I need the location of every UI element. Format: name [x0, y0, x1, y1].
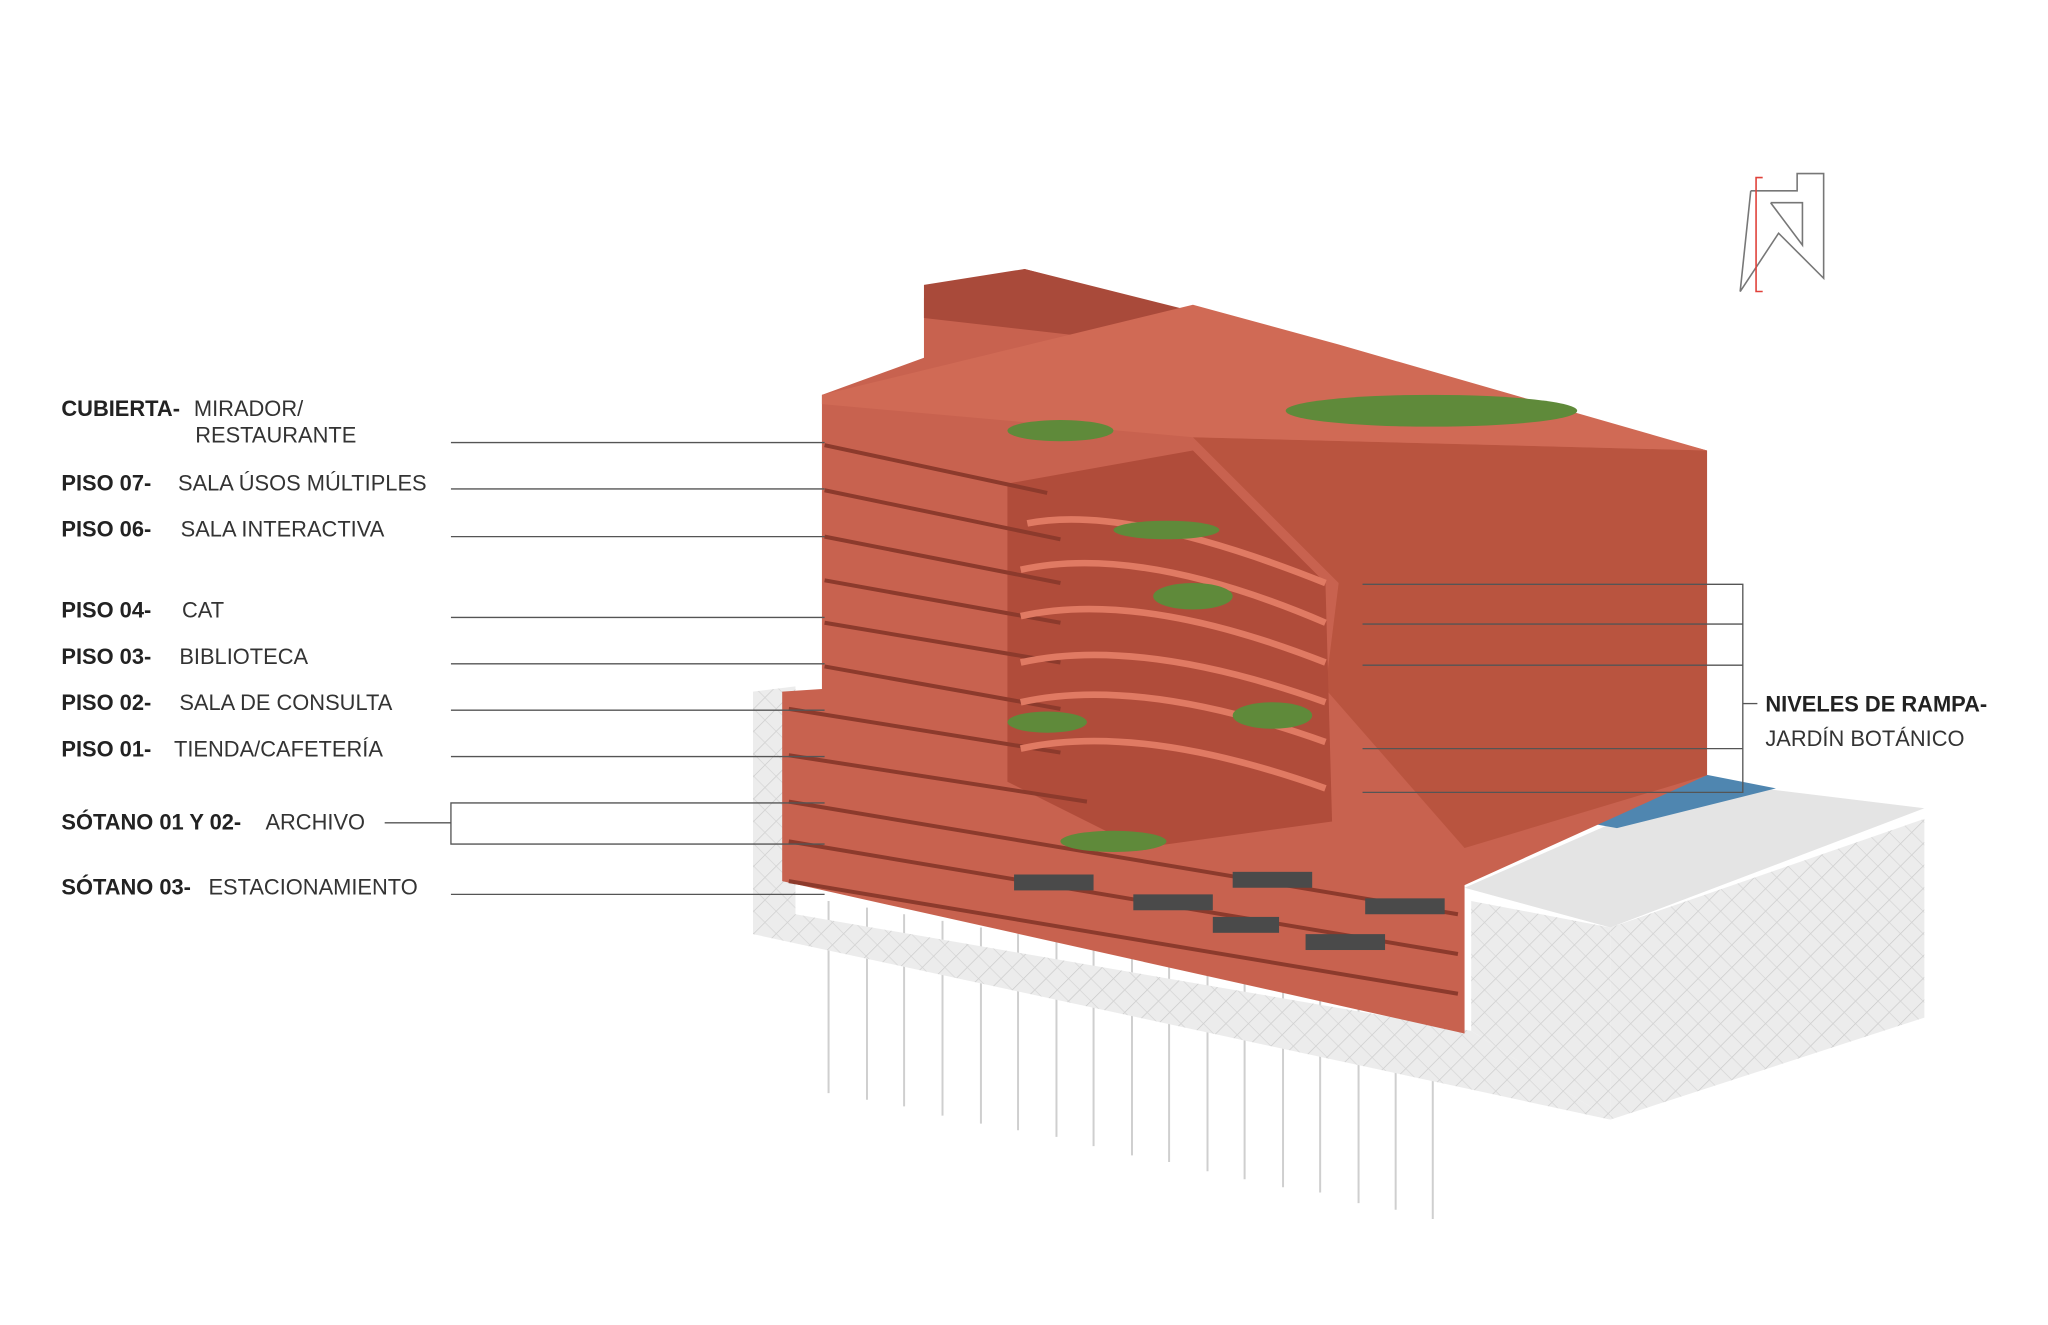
level-name: PISO 04-: [61, 597, 151, 622]
level-use: SALA DE CONSULTA: [179, 690, 392, 715]
leader-bracket: [450, 802, 825, 845]
level-use: TIENDA/CAFETERÍA: [174, 737, 383, 762]
level-use: MIRADOR/: [194, 396, 304, 421]
building: [782, 268, 1708, 1034]
level-name: SÓTANO 01 Y 02-: [61, 809, 241, 834]
label-piso-07: PISO 07- SALA ÚSOS MÚLTIPLES: [61, 470, 825, 495]
level-use: CAT: [182, 597, 224, 622]
level-use: ARCHIVO: [265, 809, 365, 834]
label-piso-03: PISO 03- BIBLIOTECA: [61, 644, 825, 669]
ramp-subtitle: JARDÍN BOTÁNICO: [1765, 726, 1964, 751]
level-name: PISO 02-: [61, 690, 151, 715]
label-piso-04: PISO 04- CAT: [61, 597, 825, 622]
floor-labels: CUBIERTA- MIRADOR/ RESTAURANTE PISO 07- …: [61, 396, 825, 899]
level-name: CUBIERTA-: [61, 396, 180, 421]
level-use: SALA INTERACTIVA: [181, 517, 385, 542]
logo-icon: [1739, 172, 1825, 293]
ramp-title: NIVELES DE RAMPA-: [1765, 692, 1987, 717]
level-name: PISO 01-: [61, 737, 151, 762]
label-sotano-01-02: SÓTANO 01 Y 02- ARCHIVO: [61, 802, 825, 845]
level-use: SALA ÚSOS MÚLTIPLES: [178, 470, 427, 495]
label-piso-01: PISO 01- TIENDA/CAFETERÍA: [61, 737, 825, 762]
level-name: PISO 03-: [61, 644, 151, 669]
label-piso-02: PISO 02- SALA DE CONSULTA: [61, 690, 825, 715]
level-use: ESTACIONAMIENTO: [208, 874, 417, 899]
level-name: SÓTANO 03-: [61, 874, 191, 899]
level-use: RESTAURANTE: [195, 423, 356, 448]
ramp-label: NIVELES DE RAMPA- JARDÍN BOTÁNICO: [1362, 583, 1987, 794]
label-sotano-03: SÓTANO 03- ESTACIONAMIENTO: [61, 874, 825, 899]
label-cubierta: CUBIERTA- MIRADOR/ RESTAURANTE: [61, 396, 825, 448]
leader-bracket: [1362, 583, 1744, 794]
level-name: PISO 06-: [61, 517, 151, 542]
label-piso-06: PISO 06- SALA INTERACTIVA: [61, 517, 825, 542]
level-use: BIBLIOTECA: [179, 644, 308, 669]
level-name: PISO 07-: [61, 470, 151, 495]
